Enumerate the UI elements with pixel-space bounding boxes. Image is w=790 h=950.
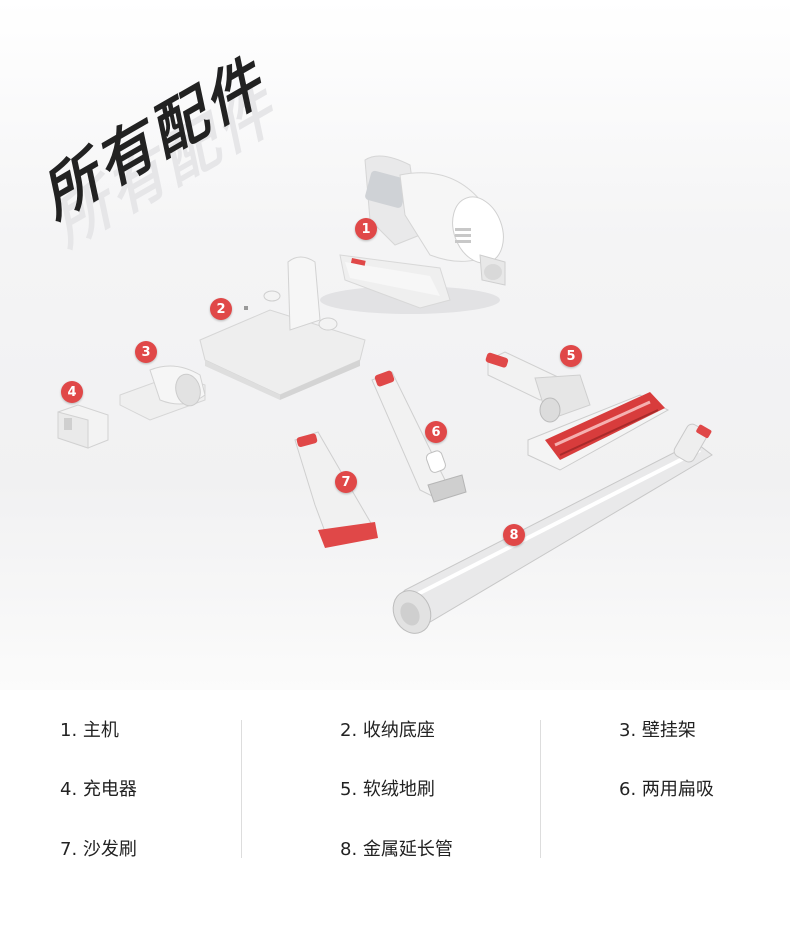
legend-item-extension-tube: 8. 金属延长管 bbox=[340, 839, 453, 861]
wall-mount-illustration bbox=[119, 365, 206, 421]
main-unit-illustration bbox=[320, 155, 506, 314]
divider bbox=[241, 720, 242, 858]
legend-number: 6. bbox=[619, 779, 637, 800]
legend-item-wall-mount: 3. 壁挂架 bbox=[619, 720, 696, 742]
legend-label: 充电器 bbox=[82, 779, 137, 800]
legend-item-crevice-tool: 6. 两用扁吸 bbox=[619, 779, 714, 801]
extension-tube-illustration bbox=[392, 423, 713, 634]
storage-base-illustration bbox=[199, 256, 366, 400]
charger-illustration bbox=[57, 404, 109, 449]
legend-number: 7. bbox=[60, 839, 78, 860]
divider bbox=[540, 720, 541, 858]
legend-number: 3. bbox=[619, 720, 637, 741]
legend-item-charger: 4. 充电器 bbox=[60, 779, 137, 801]
legend-item-sofa-brush: 7. 沙发刷 bbox=[60, 839, 137, 861]
legend-label: 主机 bbox=[82, 720, 119, 741]
legend-label: 沙发刷 bbox=[82, 839, 137, 860]
legend-label: 收纳底座 bbox=[362, 720, 435, 741]
legend-item-storage-base: 2. 收纳底座 bbox=[340, 720, 435, 742]
badge-1: 1 bbox=[355, 218, 377, 240]
badge-7: 7 bbox=[335, 471, 357, 493]
legend-number: 2. bbox=[340, 720, 358, 741]
legend-label: 壁挂架 bbox=[641, 720, 696, 741]
legend-item-main-unit: 1. 主机 bbox=[60, 720, 119, 742]
badge-5: 5 bbox=[560, 345, 582, 367]
badge-8: 8 bbox=[503, 524, 525, 546]
crevice-tool-illustration bbox=[371, 370, 467, 503]
legend-label: 两用扁吸 bbox=[641, 779, 714, 800]
legend-item-floor-brush: 5. 软绒地刷 bbox=[340, 779, 435, 801]
accessories-illustration bbox=[57, 155, 713, 634]
legend-number: 1. bbox=[60, 720, 78, 741]
floor-brush-illustration bbox=[485, 351, 670, 471]
badge-3: 3 bbox=[135, 341, 157, 363]
badge-6: 6 bbox=[425, 421, 447, 443]
legend-label: 软绒地刷 bbox=[362, 779, 435, 800]
sofa-brush-illustration bbox=[294, 431, 378, 548]
accessory-legend: 1. 主机 2. 收纳底座 3. 壁挂架 4. 充电器 5. 软绒地刷 6. 两… bbox=[0, 700, 790, 900]
legend-number: 4. bbox=[60, 779, 78, 800]
product-stage: 所有配件 所有配件 1 2 3 4 5 6 7 8 bbox=[0, 0, 790, 690]
badge-2: 2 bbox=[210, 298, 232, 320]
legend-label: 金属延长管 bbox=[362, 839, 453, 860]
badge-4: 4 bbox=[61, 381, 83, 403]
legend-number: 8. bbox=[340, 839, 358, 860]
legend-number: 5. bbox=[340, 779, 358, 800]
